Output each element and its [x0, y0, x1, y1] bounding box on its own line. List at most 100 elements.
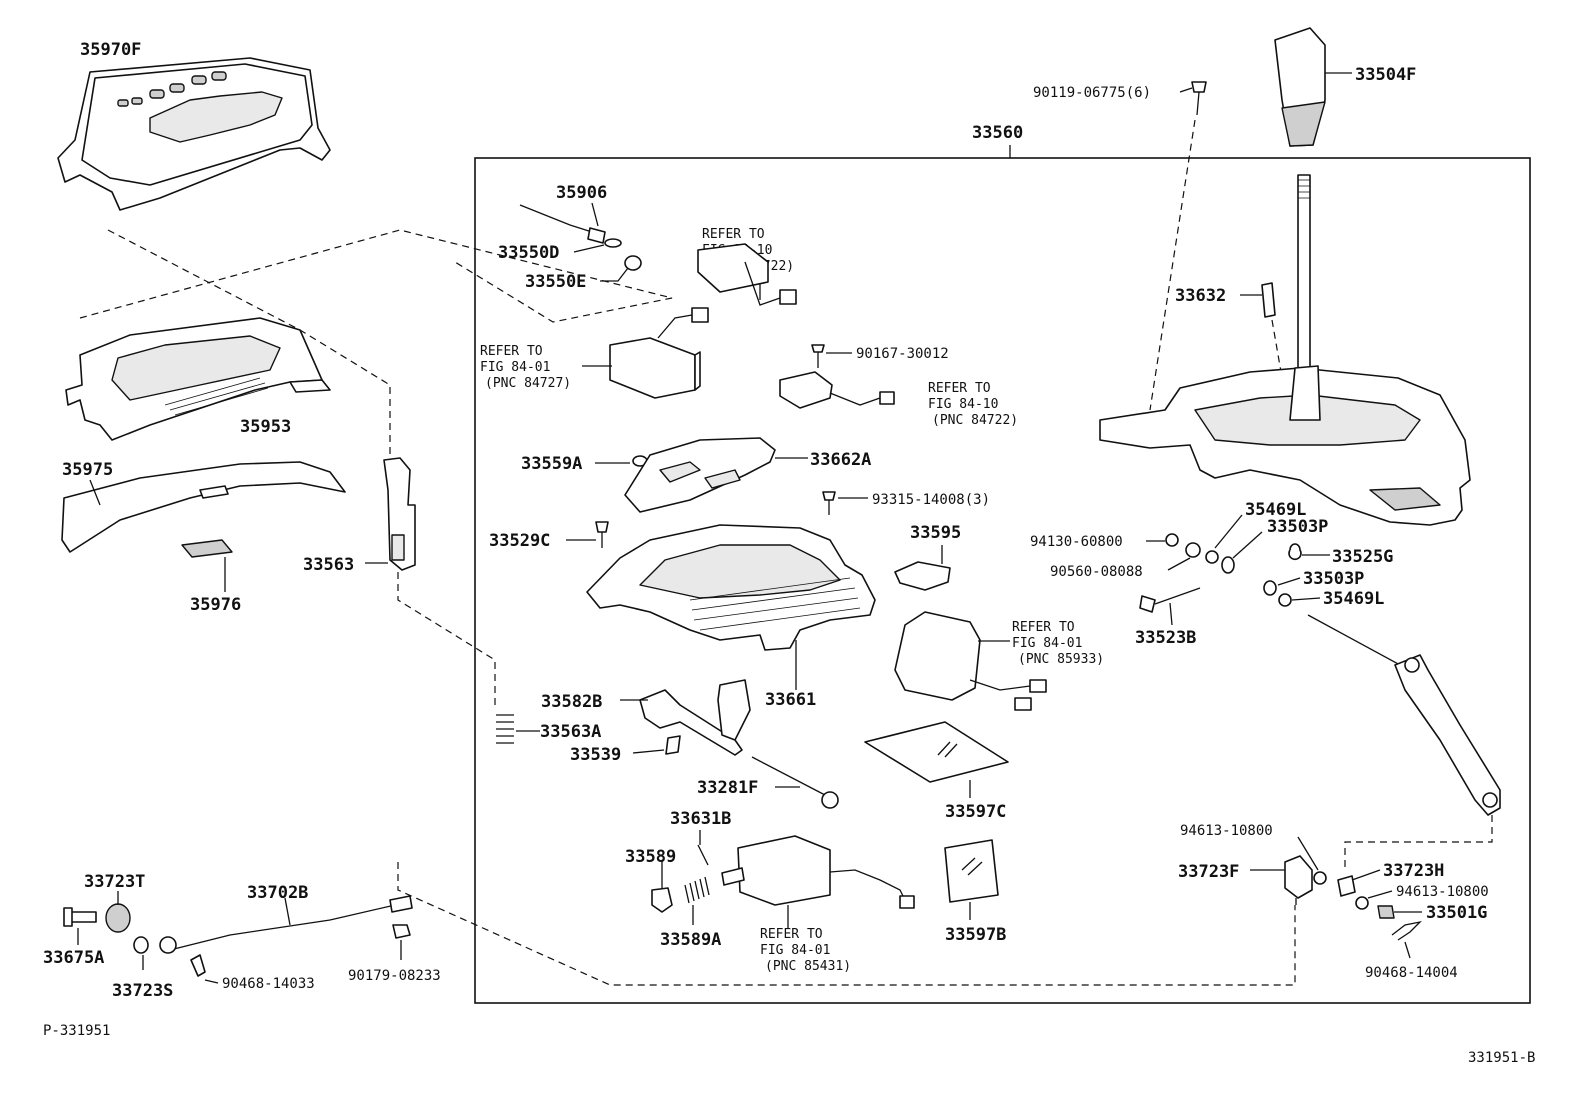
svg-text:REFER TO: REFER TO [702, 227, 765, 242]
part-number: 33503P [1303, 569, 1364, 589]
part-number: 33504F [1355, 65, 1416, 85]
svg-text:(PNC 84722): (PNC 84722) [932, 413, 1018, 428]
part-number: 35469L [1245, 500, 1306, 520]
bulb-socket-part [519, 204, 642, 271]
part-number: 90560-08088 [1050, 564, 1143, 580]
part-number: 33525G [1332, 547, 1393, 567]
slide-plate-part [61, 461, 346, 553]
clip-part [181, 539, 233, 558]
part-number: 33723F [1178, 862, 1239, 882]
figure-code: P-331951 [43, 1023, 110, 1039]
part-number: 33589 [625, 847, 676, 867]
control-module-part [609, 243, 797, 399]
part-number: 35953 [240, 417, 291, 437]
part-number: 33723H [1383, 861, 1444, 881]
part-number: 33702B [247, 883, 308, 903]
part-number: 33563A [540, 722, 601, 742]
cable-part [159, 895, 413, 977]
part-number: 90119-06775(6) [1033, 85, 1151, 101]
control-lever-part [1307, 614, 1501, 816]
part-number: 94613-10800 [1396, 884, 1489, 900]
part-number: 90179-08233 [348, 968, 441, 984]
refer-note: REFER TO FIG 84-10 (PNC 84722) [928, 381, 1018, 428]
part-number: 33503P [1267, 517, 1328, 537]
computer-module-part [894, 611, 1047, 711]
part-number: 33723S [112, 981, 173, 1001]
lock-lever-part [639, 679, 751, 756]
part-number: 33632 [1175, 286, 1226, 306]
part-number: 33597B [945, 925, 1006, 945]
screw-part [822, 491, 836, 515]
sheet-part [864, 721, 1009, 783]
bolt-part [1191, 81, 1207, 116]
figure-code: 331951-B [1468, 1050, 1535, 1066]
part-number: 33550D [498, 243, 559, 263]
part-number: 33661 [765, 690, 816, 710]
nut-part [392, 924, 411, 939]
switch-part [779, 371, 895, 409]
shift-lock-base-part [586, 524, 876, 651]
sheet-part [944, 839, 999, 903]
svg-text:REFER TO: REFER TO [1012, 620, 1075, 635]
part-number: 33675A [43, 948, 104, 968]
svg-text:(PNC 84727): (PNC 84727) [485, 376, 571, 391]
part-number: 35970F [80, 40, 141, 60]
part-number: 33631B [670, 809, 731, 829]
svg-text:FIG 84-01: FIG 84-01 [1012, 636, 1082, 651]
shift-knob-part [1274, 27, 1326, 147]
part-number: 33559A [521, 454, 582, 474]
part-number: 93315-14008(3) [872, 492, 990, 508]
rod-part [751, 756, 839, 809]
pin-part [1261, 282, 1276, 318]
bolt-part [1139, 587, 1201, 613]
shift-lever-part [1297, 174, 1311, 376]
washer-nut-set [1165, 533, 1302, 607]
svg-text:(PNC 85431): (PNC 85431) [765, 959, 851, 974]
stopper-bracket-part [383, 457, 416, 571]
part-number: 33501G [1426, 903, 1487, 923]
assembly-frame [474, 157, 1531, 1004]
part-number: 33597C [945, 802, 1006, 822]
part-number: 94130-60800 [1030, 534, 1123, 550]
console-cover-part [57, 57, 331, 211]
part-number: 35976 [190, 595, 241, 615]
part-number: 33523B [1135, 628, 1196, 648]
bushing-bolt-part [63, 903, 149, 954]
svg-text:REFER TO: REFER TO [760, 927, 823, 942]
part-number: 94613-10800 [1180, 823, 1273, 839]
refer-note: REFER TO FIG 84-01 (PNC 84727) [480, 344, 571, 391]
refer-note: REFER TO FIG 84-01 (PNC 85431) [760, 927, 851, 974]
svg-text:(PNC 85933): (PNC 85933) [1018, 652, 1104, 667]
part-number: 35975 [62, 460, 113, 480]
part-number: 90468-14033 [222, 976, 315, 992]
part-number: 33550E [525, 272, 586, 292]
screw-part [811, 344, 825, 368]
part-number: 33723T [84, 872, 145, 892]
part-number: 33662A [810, 450, 871, 470]
spring-part [496, 714, 514, 744]
part-number: 33539 [570, 745, 621, 765]
pin-part [665, 735, 681, 755]
lever-housing-part [1099, 365, 1471, 526]
svg-text:REFER TO: REFER TO [928, 381, 991, 396]
solenoid-parts [651, 835, 915, 913]
part-number: 33560 [972, 123, 1023, 143]
part-number: 33589A [660, 930, 721, 950]
svg-text:FIG 84-01: FIG 84-01 [760, 943, 830, 958]
svg-text:FIG 84-01: FIG 84-01 [480, 360, 550, 375]
shift-bezel-part [65, 317, 331, 441]
bracket-part [1284, 855, 1313, 905]
part-number: 35469L [1323, 589, 1384, 609]
part-number: 33582B [541, 692, 602, 712]
part-number: 33595 [910, 523, 961, 543]
indicator-plate-part [624, 437, 776, 513]
fastener-set [1313, 871, 1422, 941]
svg-text:FIG 84-10: FIG 84-10 [928, 397, 998, 412]
part-number: 90468-14004 [1365, 965, 1458, 981]
part-number: 35906 [556, 183, 607, 203]
part-number: 33281F [697, 778, 758, 798]
svg-text:REFER TO: REFER TO [480, 344, 543, 359]
part-number: 33563 [303, 555, 354, 575]
bracket-part [894, 561, 951, 591]
